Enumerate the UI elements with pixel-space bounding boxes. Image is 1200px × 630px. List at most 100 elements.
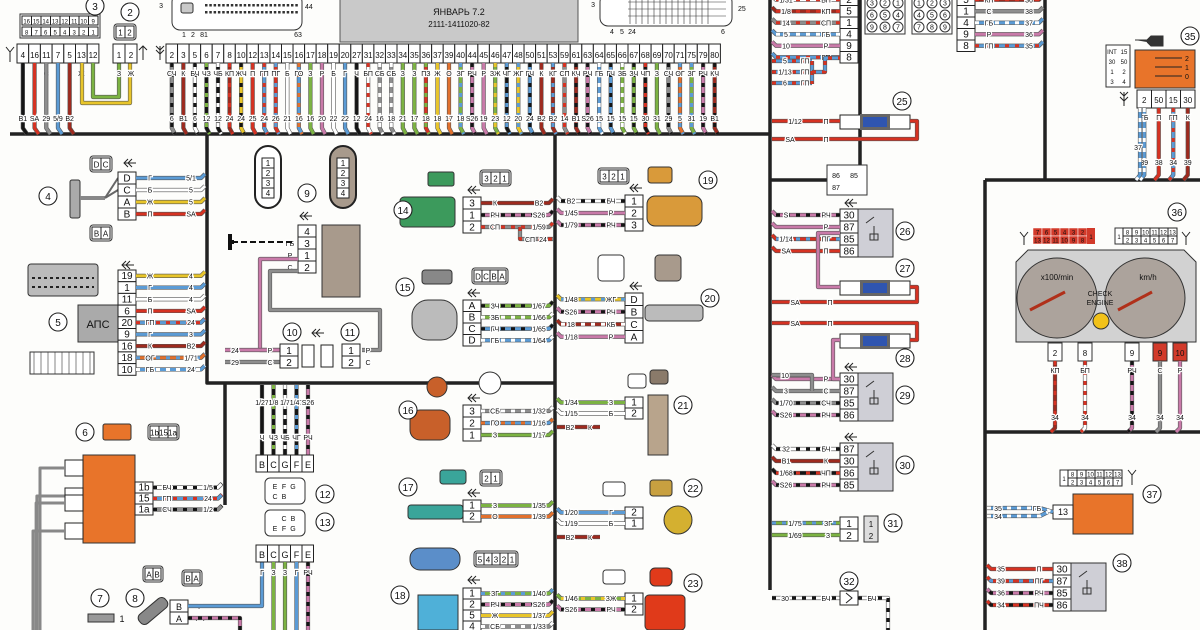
wire-destination: 18	[434, 116, 442, 123]
plug-pin-label: 13	[1169, 231, 1176, 237]
plug-yellow-icon	[649, 479, 673, 497]
plug-pin-label: 8	[1126, 231, 1130, 237]
ecu-pin-dot	[243, 11, 247, 14]
plug-pin-circle	[913, 0, 925, 9]
pin-label: 2	[846, 0, 852, 6]
wire-color-code: К	[824, 459, 829, 466]
pin-wire	[975, 29, 1045, 36]
plug-orange-icon	[647, 166, 673, 184]
pin-label: 12	[89, 51, 98, 60]
component-number: 6	[82, 428, 88, 439]
ecu-pin-dot	[273, 4, 277, 7]
plug-pin-label: 8	[25, 31, 29, 37]
wire-color-code: ЧЗ	[269, 435, 278, 442]
wire-color-code: Ж	[128, 71, 135, 78]
component-number: 38	[1116, 559, 1128, 570]
plug-pin-label: INT	[1107, 50, 1117, 56]
component-number-circle	[85, 0, 105, 16]
plug-pin-label: 1	[502, 175, 507, 184]
wire-destination: S	[784, 213, 789, 220]
connector-arrow-icon	[121, 260, 134, 270]
wire-destination: 14	[561, 116, 569, 123]
ecu-pin-dot	[235, 4, 238, 7]
pin-label: 2	[469, 512, 475, 523]
ecu-wire-stripe	[666, 63, 673, 135]
plug-pin-label: 1	[1110, 70, 1114, 76]
plug-pin-label: 11	[1151, 231, 1158, 237]
pin-label: 1	[348, 346, 354, 357]
pin-label: 35	[410, 51, 419, 60]
plug-pin-label: 4	[1063, 231, 1067, 237]
pin-label: 2	[129, 51, 134, 60]
ecu-pin-dot	[243, 4, 247, 7]
ignition-wire-stripe	[1134, 108, 1142, 181]
pin-label: E	[305, 550, 311, 560]
ecu-pin-dot	[205, 4, 208, 7]
ecu-body	[339, 0, 579, 43]
wire-color-code: ЗБ	[491, 315, 500, 322]
cluster-wire-stripe	[1079, 361, 1087, 434]
wire-color-code: РЧ	[606, 607, 616, 614]
ecu-connector-pin-number: 6	[721, 29, 725, 36]
wire-destination: 1/8	[269, 400, 279, 407]
fuse-wire	[772, 285, 919, 304]
pin-wire	[555, 207, 625, 215]
hv-lead	[34, 501, 65, 630]
pin-wire-stripe	[555, 593, 625, 600]
pin-label: 2	[846, 531, 852, 542]
pin-label: 20	[341, 51, 350, 60]
aps-connector-icon	[27, 263, 99, 297]
plug-pin-label: 6	[870, 13, 874, 20]
wire-color-code: П	[823, 249, 828, 256]
ecu-wire-stripe	[470, 63, 477, 135]
wire-destination: 34	[1128, 415, 1136, 422]
component-number-circle	[700, 288, 720, 308]
wire-color-code: Р	[824, 377, 829, 384]
ecu-pin-dot	[222, 4, 225, 7]
wire-destination: S26	[581, 116, 594, 123]
pin-wire	[985, 563, 1053, 571]
pin-label: 44	[468, 51, 477, 60]
component-number: 8	[132, 594, 138, 605]
pin-wire	[555, 518, 625, 525]
plug-pin-label: 8	[883, 25, 887, 32]
ecu-wire-stripe	[609, 63, 616, 135]
wire-destination: B2	[549, 116, 558, 123]
pin-wire-stripe	[770, 443, 840, 451]
pin-label: 30	[843, 457, 855, 468]
plug-teal-icon	[439, 469, 467, 485]
ecu-wire-stripe	[193, 63, 200, 135]
wire-color-code: СП	[490, 225, 500, 232]
plug-pin-label: 7	[917, 25, 921, 32]
wire-color-code: БЧ	[822, 596, 831, 603]
component-number: 23	[687, 579, 699, 590]
wire-destination: 23	[491, 116, 499, 123]
plug-pin-label: 2	[1071, 481, 1075, 487]
component-number: 12	[319, 490, 331, 501]
pin-label: 1	[631, 519, 637, 530]
pin-label: D	[123, 174, 130, 185]
wire-color-code: Р	[609, 211, 614, 218]
component-number-circle	[883, 513, 903, 533]
ecu-pin-dot	[278, 11, 281, 14]
pin-wire	[136, 329, 207, 336]
plug-pin-label: 10	[1142, 231, 1149, 237]
pin-label: 8	[1083, 349, 1088, 358]
wire-destination: 26	[272, 116, 280, 123]
plug-cell	[336, 187, 350, 199]
ecu-connector-pin-number: 63	[294, 32, 302, 39]
wire-color-code: Г	[343, 71, 347, 78]
connector-arrow-icon	[311, 328, 324, 338]
wire-destination: 34	[1176, 415, 1184, 422]
wire-color-code: Р	[824, 43, 829, 50]
plug-pin-label: 7	[1171, 239, 1175, 245]
pin-label: 11	[42, 51, 51, 60]
pin-wire-stripe	[153, 493, 224, 500]
pin-wire	[136, 282, 207, 290]
check-engine-lamp-icon	[1092, 312, 1110, 330]
pin-label: 40	[456, 51, 465, 60]
plug-cell	[499, 171, 510, 185]
wire-color-code: Ж	[147, 273, 154, 280]
plug-red-icon	[649, 567, 673, 587]
component-number: 35	[1184, 32, 1196, 43]
